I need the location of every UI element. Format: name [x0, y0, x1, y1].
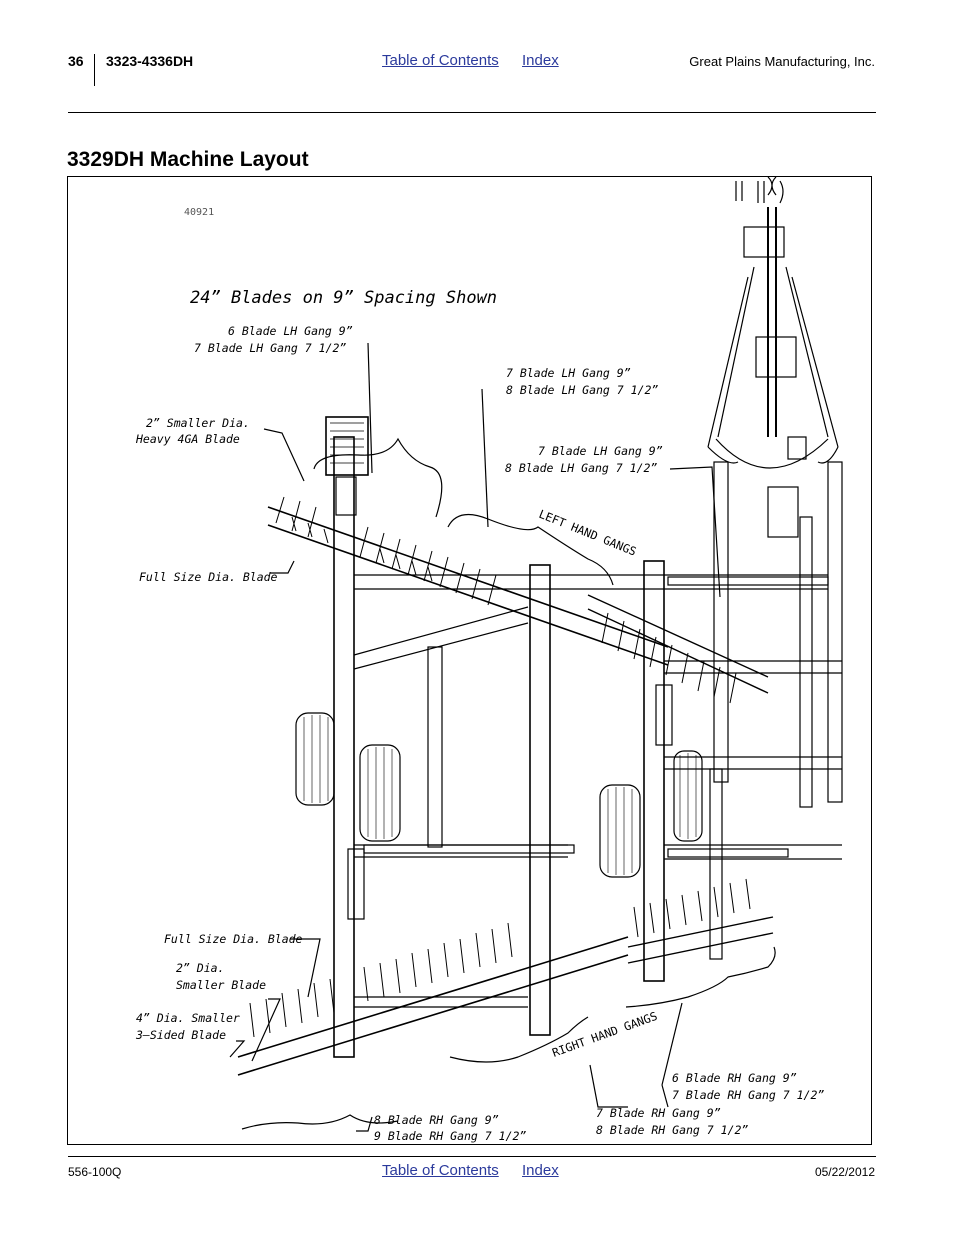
left-hand-gangs-label: LEFT HAND GANGS [537, 507, 639, 559]
page-number: 36 [68, 53, 84, 69]
four-dia-callout-line2: 3—Sided Blade [135, 1028, 226, 1042]
rh-8-callout-line2: 9 Blade RH Gang 7 1/2” [374, 1129, 526, 1143]
smaller-dia-callout-line1: 2” Smaller Dia. [146, 416, 250, 430]
full-size-top-callout: Full Size Dia. Blade [139, 570, 278, 584]
toc-link-footer[interactable]: Table of Contents [382, 1162, 499, 1179]
rh-8-callout-line1: 8 Blade RH Gang 9” [374, 1113, 499, 1127]
lh-6-callout-line1: 6 Blade LH Gang 9” [228, 324, 353, 338]
lh-6-callout-line2: 7 Blade LH Gang 7 1/2” [194, 341, 346, 355]
index-link-header[interactable]: Index [522, 52, 559, 69]
footer-rule [68, 1156, 876, 1157]
two-dia-callout-line1: 2” Dia. [176, 961, 224, 975]
header-rule [68, 112, 876, 113]
toc-link-header[interactable]: Table of Contents [382, 52, 499, 69]
index-link-footer[interactable]: Index [522, 1162, 559, 1179]
full-size-bottom-callout: Full Size Dia. Blade [164, 932, 303, 946]
rh-6-callout-line1: 6 Blade RH Gang 9” [672, 1071, 797, 1085]
lh-7a-callout-line1: 7 Blade LH Gang 9” [506, 366, 631, 380]
two-dia-callout-line2: Smaller Blade [176, 978, 266, 992]
rh-7-callout-line2: 8 Blade RH Gang 7 1/2” [596, 1123, 748, 1137]
company-name: Great Plains Manufacturing, Inc. [689, 54, 875, 69]
model-number: 3323-4336DH [106, 53, 194, 69]
header-divider [94, 54, 95, 86]
main-caption: 24” Blades on 9” Spacing Shown [190, 288, 497, 308]
machine-layout-diagram: 40921 24” Blades on 9” Spacing Shown 6 B… [135, 177, 843, 1143]
rh-7-callout-line1: 7 Blade RH Gang 9” [596, 1106, 721, 1120]
lh-7b-callout-line2: 8 Blade LH Gang 7 1/2” [505, 461, 657, 475]
section-title: 3329DH Machine Layout [67, 148, 309, 171]
four-dia-callout-line1: 4” Dia. Smaller [136, 1011, 240, 1025]
lh-7b-callout-line1: 7 Blade LH Gang 9” [538, 444, 663, 458]
figure-id: 40921 [184, 207, 214, 218]
smaller-dia-callout-line2: Heavy 4GA Blade [135, 432, 240, 446]
doc-number: 556-100Q [68, 1165, 122, 1179]
rh-6-callout-line2: 7 Blade RH Gang 7 1/2” [672, 1088, 824, 1102]
machine-layout-figure: 40921 24” Blades on 9” Spacing Shown 6 B… [67, 176, 872, 1145]
lh-7a-callout-line2: 8 Blade LH Gang 7 1/2” [506, 383, 658, 397]
revision-date: 05/22/2012 [814, 1165, 875, 1179]
